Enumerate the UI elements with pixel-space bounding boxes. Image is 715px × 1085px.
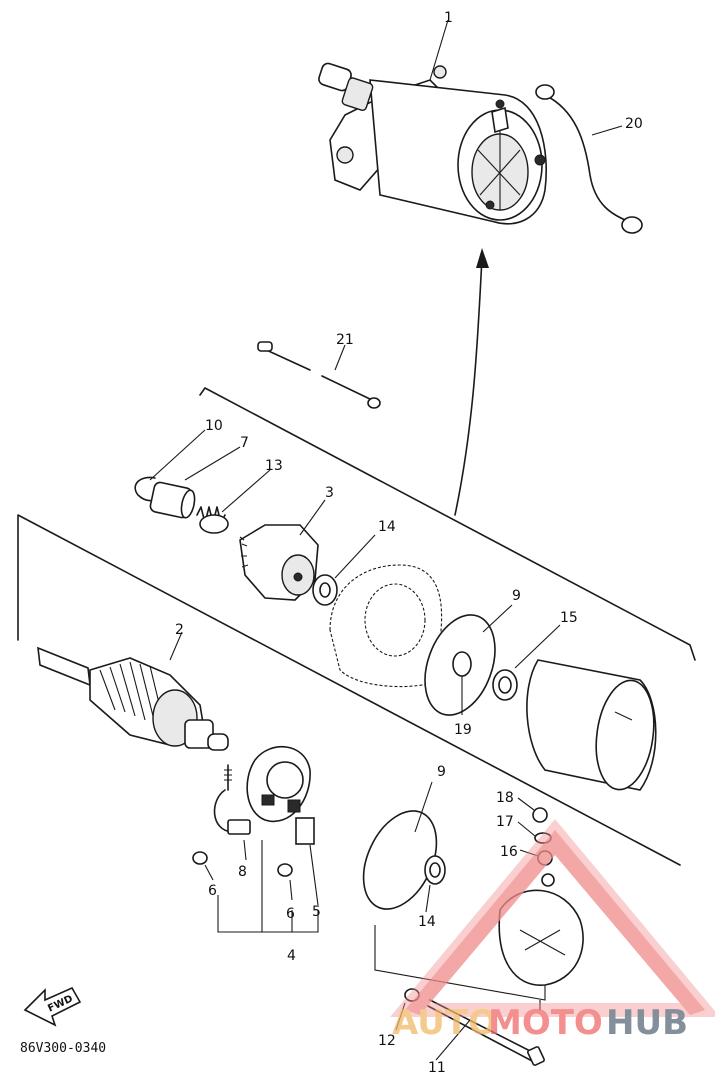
callout-14-bottom: 14 [418,914,436,930]
yoke-group [424,604,657,791]
lead-wire-20 [535,84,643,234]
callout-16: 16 [500,844,518,860]
starter-motor-assembly [318,19,548,225]
callout-3: 3 [325,485,334,501]
callout-11: 11 [428,1060,446,1076]
watermark-triangle-icon [405,830,705,1015]
watermark-auto: AUTO [392,1003,497,1043]
callout-15: 15 [560,610,578,626]
callout-5: 5 [312,904,321,920]
callout-8: 8 [238,864,247,880]
callout-7: 7 [240,435,249,451]
armature-2 [37,631,229,751]
callout-19: 19 [454,722,472,738]
callout-21: 21 [336,332,354,348]
callout-9-top: 9 [512,588,521,604]
watermark-hub: HUB [606,1003,688,1043]
watermark-moto: MOTO [488,1003,603,1043]
brush-holder-group [192,746,319,906]
lead-wire-21 [257,341,381,409]
watermark: AUTO MOTO HUB [390,819,715,1043]
callout-17: 17 [496,814,514,830]
callout-6-mid: 6 [286,906,295,922]
forward-arrow: FWD [23,986,82,1027]
group-bracket [17,387,696,1010]
callout-2: 2 [175,622,184,638]
diagram-code: 86V300-0340 [20,1041,106,1056]
rear-cover-group [362,781,584,1066]
callout-4: 4 [287,948,296,964]
callout-9-bottom: 9 [437,764,446,780]
callout-12: 12 [378,1033,396,1049]
callout-18: 18 [496,790,514,806]
callout-1: 1 [444,10,453,26]
callout-10: 10 [205,418,223,434]
callout-14-top: 14 [378,519,396,535]
callout-6-left: 6 [208,883,217,899]
assembly-arrow [454,248,489,516]
callout-13: 13 [265,458,283,474]
front-parts-group [134,429,443,688]
callout-numbers: 1 20 21 10 7 13 3 14 9 15 2 19 9 18 17 1… [175,10,643,1076]
callout-20: 20 [625,116,643,132]
